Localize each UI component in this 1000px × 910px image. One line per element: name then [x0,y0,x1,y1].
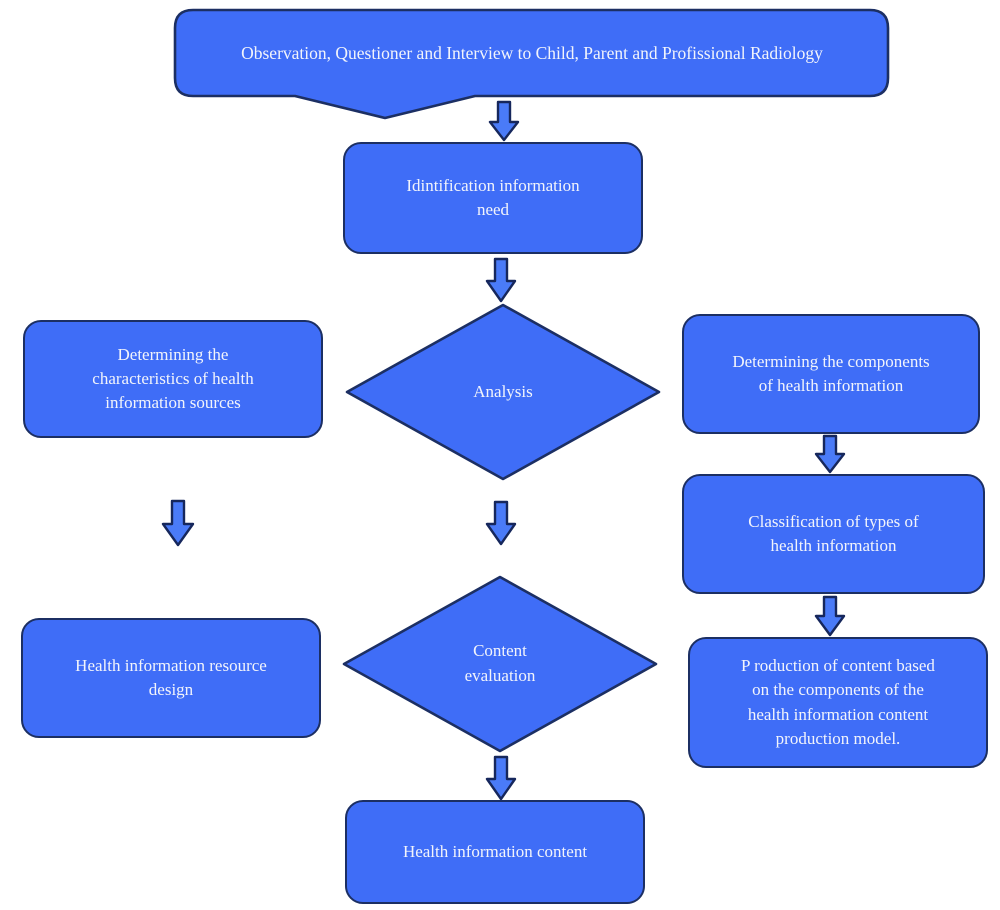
resource-design-node[interactable]: Health information resource design [21,618,321,738]
characteristics-node[interactable]: Determining the characteristics of healt… [23,320,323,438]
output-node[interactable]: Health information content [345,800,645,904]
arrow-analysis-to-content-evaluation [485,500,517,546]
components-node[interactable]: Determining the components of health inf… [682,314,980,434]
components-label: Determining the components of health inf… [732,351,930,395]
identification-label: Idintification information need [406,175,580,219]
source-label: Observation, Questioner and Interview to… [241,42,823,63]
identification-node[interactable]: Idintification information need [343,142,643,254]
arrow-source-to-identification [488,100,520,142]
content-evaluation-diamond-shape[interactable] [341,574,659,754]
classification-label: Classification of types of health inform… [748,511,919,555]
classification-node[interactable]: Classification of types of health inform… [682,474,985,594]
arrow-characteristics-to-resource-design [161,499,195,547]
arrow-classification-to-production [814,595,846,637]
source-node[interactable]: Observation, Questioner and Interview to… [175,10,889,96]
characteristics-label: Determining the characteristics of healt… [92,344,254,413]
analysis-diamond-shape[interactable] [344,302,662,482]
source-callout-shape[interactable] [170,5,895,130]
output-label: Health information content [402,841,588,861]
resource-design-label: Health information resource design [75,655,267,699]
production-node[interactable]: P roduction of content based on the comp… [688,637,988,768]
production-label: P roduction of content based on the comp… [741,656,935,748]
arrow-components-to-classification [814,434,846,474]
arrow-identification-to-analysis [485,257,517,303]
arrow-content-evaluation-to-output [485,755,517,801]
